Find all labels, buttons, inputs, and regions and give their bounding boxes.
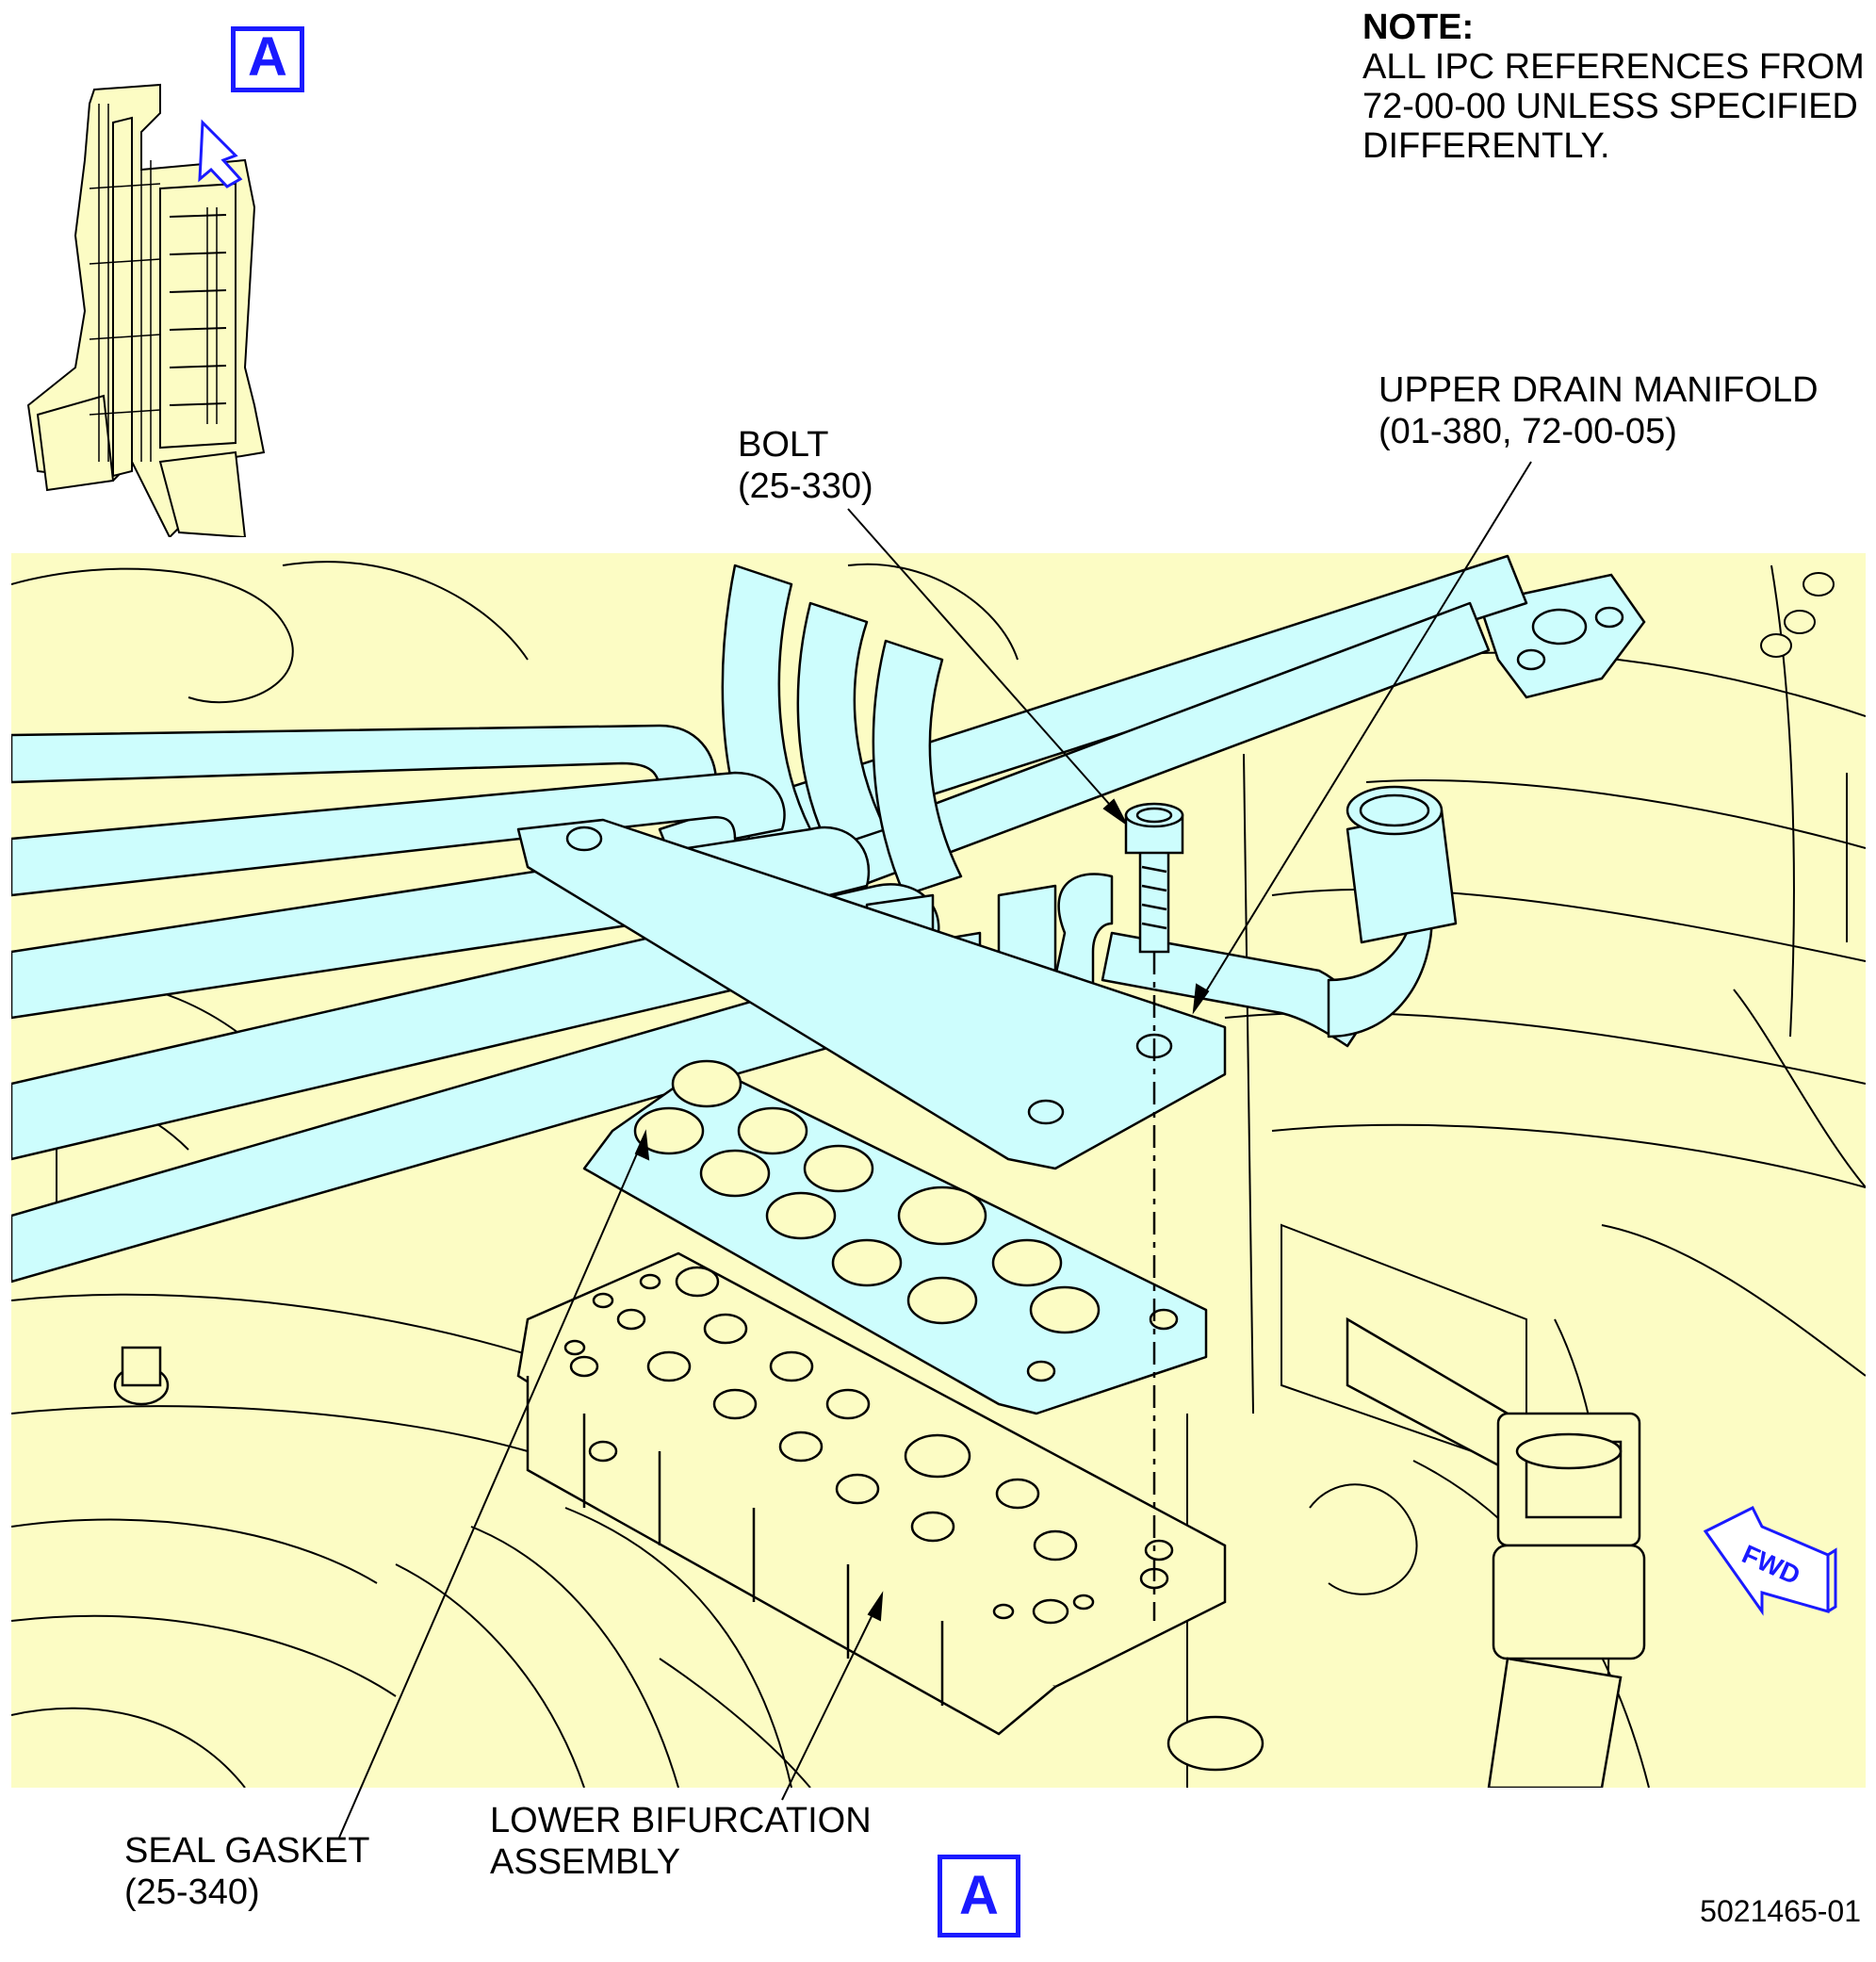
bifurcation-leader	[781, 1606, 877, 1801]
locator-arrow	[198, 119, 243, 188]
callout-lower-bifurcation: LOWER BIFURCATION ASSEMBLY	[490, 1800, 872, 1883]
callout-upper-drain-manifold: UPPER DRAIN MANIFOLD (01-380, 72-00-05)	[1378, 369, 1819, 452]
bolt	[1124, 802, 1184, 954]
callout-upper-drain-manifold-name: UPPER DRAIN MANIFOLD	[1378, 370, 1819, 410]
note-heading: NOTE:	[1362, 8, 1475, 47]
callout-seal-gasket-ref: (25-340)	[124, 1872, 260, 1912]
note-line-3: DIFFERENTLY.	[1362, 126, 1610, 166]
seal-gasket-holes	[633, 1059, 1179, 1382]
callout-upper-drain-manifold-ref: (01-380, 72-00-05)	[1378, 412, 1677, 451]
callout-bolt-ref: (25-330)	[738, 466, 873, 506]
manifold-leader	[1200, 461, 1532, 1000]
note-line-2: 72-00-00 UNLESS SPECIFIED	[1362, 87, 1858, 126]
callout-lower-bifurcation-ref: ASSEMBLY	[490, 1842, 681, 1882]
tube-bundle	[11, 554, 1528, 1415]
locator-thumbnail	[26, 83, 266, 537]
seal-gasket-leader	[338, 1144, 642, 1839]
leader-lines	[338, 461, 1532, 1839]
bolt-leader	[847, 508, 1117, 813]
lower-bifurcation-plate	[516, 1251, 1227, 1736]
callout-bolt-name: BOLT	[738, 425, 829, 465]
view-marker-top: A	[231, 26, 304, 92]
view-marker-bottom: A	[938, 1855, 1020, 1937]
lower-bifurcation-holes	[563, 1266, 1174, 1625]
background-fitting	[113, 1316, 1646, 1788]
note-line-1: ALL IPC REFERENCES FROM	[1362, 47, 1865, 87]
callout-bolt: BOLT (25-330)	[738, 424, 873, 507]
note-block: NOTE: ALL IPC REFERENCES FROM 72-00-00 U…	[1362, 8, 1865, 166]
callout-seal-gasket: SEAL GASKET (25-340)	[124, 1830, 369, 1913]
callout-seal-gasket-name: SEAL GASKET	[124, 1831, 370, 1871]
fwd-arrow: FWD	[1703, 1505, 1837, 1616]
callout-lower-bifurcation-name: LOWER BIFURCATION	[490, 1801, 872, 1840]
document-number: 5021465-01	[1700, 1894, 1861, 1928]
